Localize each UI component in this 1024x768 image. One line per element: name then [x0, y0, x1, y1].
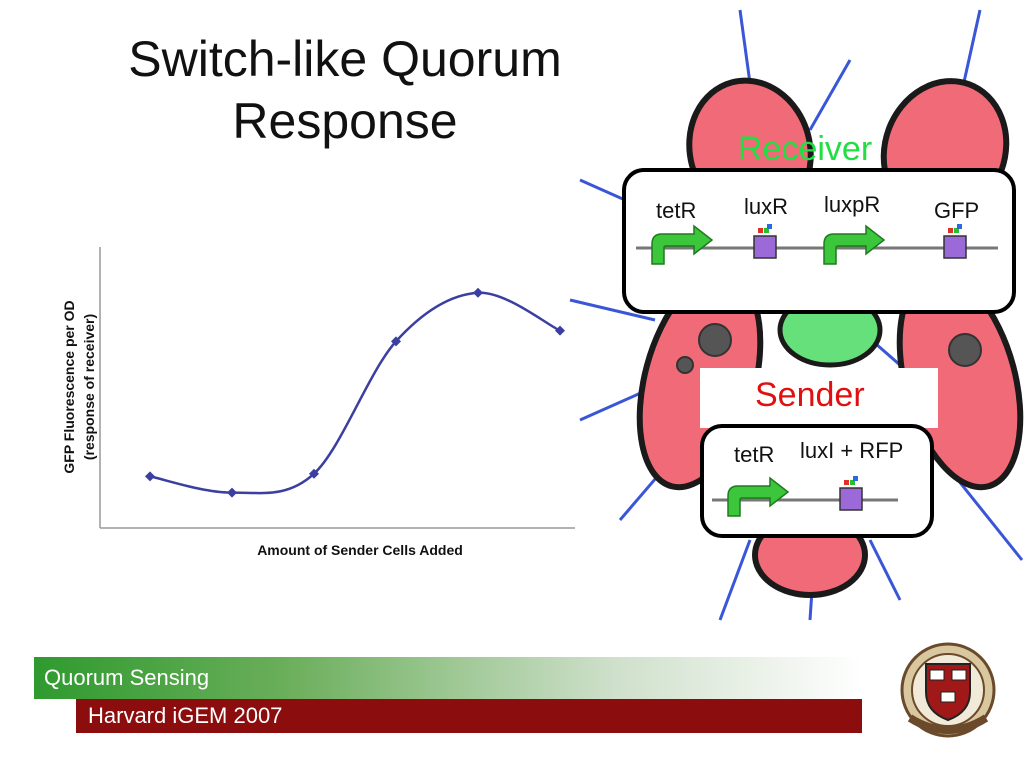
data-point-2 [227, 487, 237, 498]
y-axis-label-line1: GFP Fluorescence per OD [61, 300, 77, 473]
receiver-part-gfp: GFP [934, 198, 980, 223]
bacteria-illustration [569, 9, 1024, 621]
sender-part-tetr: tetR [734, 442, 775, 467]
promoter-arrow-icon [823, 224, 886, 265]
sender-circuit: tetR luxI + RFP [700, 424, 934, 538]
data-point-6 [555, 325, 565, 336]
receiver-circuit: tetR luxR luxpR GFP [622, 168, 1016, 314]
footer-org-bar: Harvard iGEM 2007 [76, 699, 862, 733]
footer-topic-bar: Quorum Sensing [34, 657, 864, 699]
signal-molecules [676, 323, 982, 374]
slide-title-line1: Switch-like Quorum [128, 31, 562, 87]
promoter-arrow-icon [651, 224, 714, 265]
sender-construct [712, 476, 898, 517]
data-point-5 [473, 287, 483, 298]
sender-title-background [700, 368, 938, 428]
data-point-3 [309, 468, 319, 479]
data-points [145, 287, 565, 498]
y-axis-label-line2: (response of receiver) [81, 314, 97, 460]
x-axis-label: Amount of Sender Cells Added [257, 542, 463, 558]
promoter-arrow-icon [727, 476, 790, 517]
slide-title: Switch-like Quorum Response [60, 28, 630, 152]
data-point-1 [145, 471, 155, 482]
harvard-seal-logo [900, 642, 996, 738]
series-line [149, 291, 561, 495]
receiver-part-luxr: luxR [744, 194, 789, 219]
receiver-title: Receiver [738, 130, 873, 168]
quorum-response-chart: Amount of Sender Cells Added GFP Fluores… [61, 247, 575, 558]
footer-topic: Quorum Sensing [44, 665, 210, 690]
gene-box-icon [943, 224, 967, 259]
footer-org: Harvard iGEM 2007 [88, 703, 283, 728]
receiver-part-luxpr: luxpR [824, 192, 881, 217]
gene-box-icon [753, 224, 777, 259]
data-point-4 [391, 336, 401, 347]
receiver-construct [636, 224, 998, 265]
gene-box-icon [839, 476, 863, 511]
sender-part-luxi-rfp: luxI + RFP [800, 438, 904, 463]
slide-title-line2: Response [232, 93, 458, 149]
receiver-part-tetr: tetR [656, 198, 697, 223]
sender-title: Sender [755, 376, 865, 414]
